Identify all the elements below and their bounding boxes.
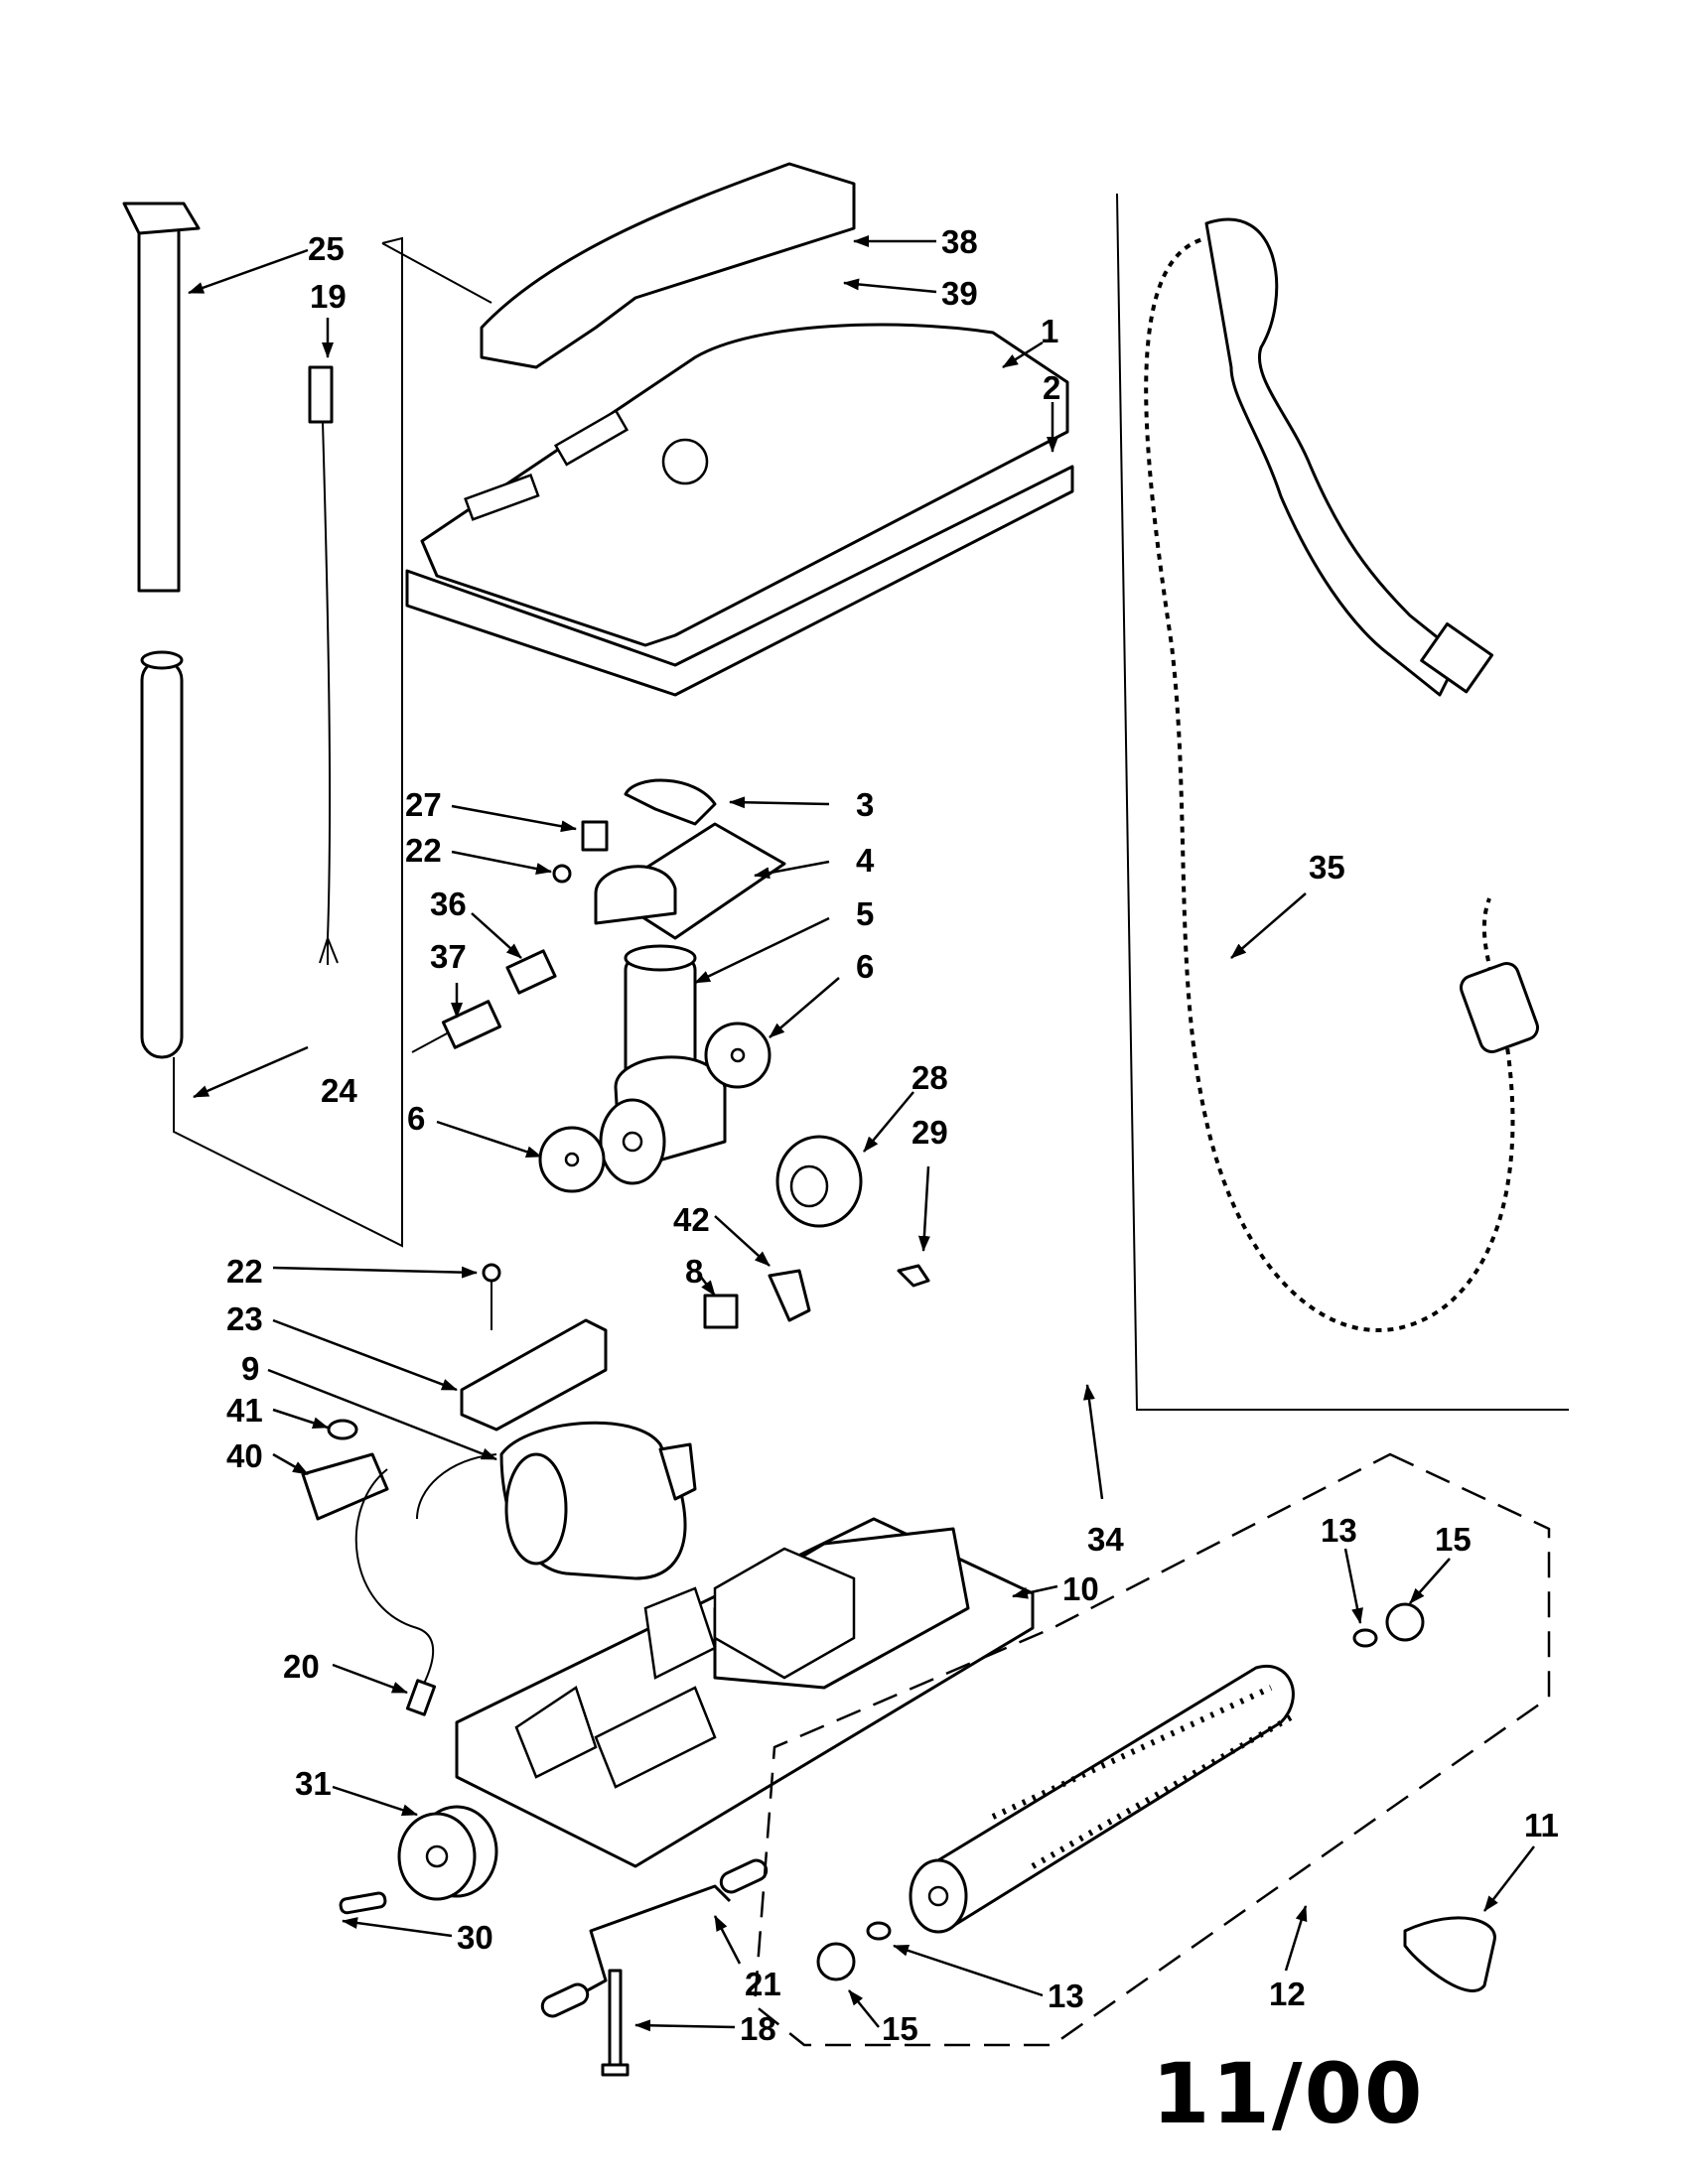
motor-fan-end [504,1452,568,1566]
callout-35: 35 [1309,849,1345,886]
bolt-head [601,2063,630,2077]
callout-15-right: 15 [1435,1521,1472,1558]
switch-body [441,1000,502,1049]
shaft-grip-left [540,1982,590,2018]
nut [581,820,609,852]
callout-37: 37 [430,938,467,975]
callout-12: 12 [1269,1976,1306,2012]
callout-24: 24 [321,1072,357,1109]
cord-connector [301,1419,497,1716]
callout-18: 18 [740,2010,776,2047]
rear-wheel [339,1805,498,1915]
callout-5: 5 [856,895,874,932]
callout-22-mid: 22 [226,1253,263,1290]
plug-terminal [405,1679,437,1716]
hood-body [420,323,1069,647]
wand-tubes [122,202,492,1248]
hose-corrugation [1144,236,1515,1332]
height-adjuster [552,778,786,940]
bushing [505,949,557,995]
height-shaft [540,1858,769,2018]
callout-22-top: 22 [405,832,442,869]
callout-6-left: 6 [407,1100,425,1137]
base-housing [455,1517,1035,1868]
callout-4: 4 [856,842,875,879]
callout-13-right: 13 [1321,1512,1357,1549]
callout-30: 30 [457,1919,493,1956]
adjuster-lever [624,778,717,826]
brush-roll-assembly [753,1452,1551,2047]
upper-wand-hook [122,202,201,235]
date-stamp: 11/00 [1152,2045,1425,2142]
brush-roll-body [926,1664,1295,1928]
callout-3: 3 [856,786,874,823]
lower-wand-tube [140,658,184,1059]
hood-bumper [405,465,1074,697]
callout-labels: 38 39 25 19 1 2 3 27 22 4 36 5 6 37 6 24… [226,223,1559,2047]
callout-20: 20 [283,1648,320,1685]
hose-assembly [1116,193,1569,1411]
power-cord [308,365,339,965]
hose-wand-handle [1204,217,1462,697]
callout-28: 28 [912,1059,948,1096]
bolt [601,1969,630,2077]
motor-screw [482,1263,501,1283]
callout-1: 1 [1041,313,1058,349]
callout-31: 31 [295,1765,332,1802]
brush-washer-left [866,1921,892,1941]
drive-belt [1403,1916,1496,1992]
motor-bracket [460,1318,608,1432]
axle-wheel-assembly [538,944,772,1193]
callout-6-right: 6 [856,948,874,985]
cord-plug [308,365,334,424]
callout-9: 9 [241,1350,259,1387]
brush-roll-dashed-box [753,1452,1551,2047]
callout-2: 2 [1043,369,1060,406]
callout-34: 34 [1087,1521,1124,1558]
terminal-block [301,1452,389,1521]
brush-bearing-left [816,1942,856,1981]
spring-clip [768,1269,811,1322]
hose-enclosure-line [1116,193,1569,1411]
callout-29: 29 [912,1114,948,1151]
belt-pulley [768,1135,930,1322]
upper-wand-tube [137,221,181,593]
screw-head [552,864,572,884]
callout-23: 23 [226,1300,263,1337]
axle-pin [339,1891,387,1915]
bolt-shank [608,1969,623,2072]
callout-25: 25 [308,230,345,267]
hood-handle-cover [480,162,856,369]
brush-bearing-right [1385,1602,1425,1642]
hose-end-fitting [1420,621,1494,694]
adjuster-housing [594,865,677,925]
hose-swivel-cuff [1460,962,1539,1053]
hood-assembly [405,162,1074,697]
callout-15-left: 15 [882,2010,918,2047]
motor-shaft-end [658,1442,697,1501]
motor-assembly [460,1263,739,1580]
small-clip [897,1264,930,1288]
callout-21: 21 [745,1966,781,2002]
brush-washer-right [1352,1628,1378,1648]
callout-27: 27 [405,786,442,823]
callout-8: 8 [685,1253,703,1290]
callout-19: 19 [310,278,347,315]
callout-11: 11 [1524,1807,1559,1843]
switch-bushing [411,949,557,1053]
callout-40: 40 [226,1437,263,1474]
shaft-grip-right [719,1858,769,1894]
washer [327,1419,358,1440]
motor-bracket-tab [703,1294,739,1329]
callout-36: 36 [430,886,467,922]
callout-13-left: 13 [1048,1978,1084,2014]
wand-outline [173,236,403,1248]
callout-39: 39 [941,275,978,312]
callout-42: 42 [673,1201,710,1238]
callout-41: 41 [226,1392,263,1429]
leader-lines [188,235,1535,2032]
callout-38: 38 [941,223,978,260]
callout-10: 10 [1062,1570,1099,1607]
